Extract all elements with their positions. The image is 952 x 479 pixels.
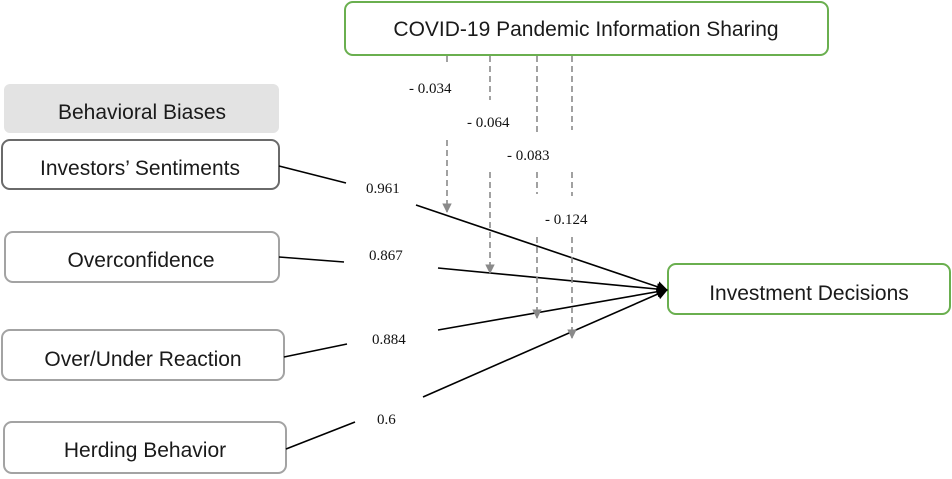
- coefficient-over-under-reaction: 0.884: [372, 332, 406, 348]
- predictor-box: [3, 421, 287, 474]
- path-line-investors-sentiments: [278, 165, 347, 184]
- moderation-coefficient-4: - 0.124: [545, 212, 588, 228]
- predictor-box: [1, 139, 280, 190]
- predictor-box: [1, 329, 285, 381]
- predictor-investors-sentiments: Investors’ Sentiments: [1, 139, 280, 190]
- coefficient-herding-behavior: 0.6: [377, 412, 396, 428]
- behavioral-biases-box: [4, 84, 279, 133]
- path-arrow-investors-sentiments: [415, 204, 669, 293]
- coefficient-investors-sentiments: 0.961: [366, 181, 400, 197]
- moderation-arrows: [442, 56, 577, 339]
- path-line-herding-behavior: [285, 421, 356, 450]
- predictor-label: Overconfidence: [67, 249, 214, 272]
- predictor-herding-behavior: Herding Behavior: [3, 421, 287, 474]
- predictor-over-under-reaction: Over/Under Reaction: [1, 329, 285, 381]
- behavioral-biases-header: Behavioral Biases: [4, 84, 279, 133]
- outcome-label: Investment Decisions: [709, 282, 909, 305]
- predictor-overconfidence: Overconfidence: [4, 231, 280, 283]
- moderation-coefficient-2: - 0.064: [467, 115, 510, 131]
- predictor-label: Over/Under Reaction: [44, 348, 241, 371]
- moderation-coefficient-3: - 0.083: [507, 148, 550, 164]
- moderator-box: [344, 1, 829, 56]
- path-arrow-over-under-reaction: [437, 286, 669, 331]
- outcome-node: Investment Decisions: [667, 263, 951, 315]
- moderator-node: COVID-19 Pandemic Information Sharing: [344, 1, 829, 56]
- path-arrows: [278, 165, 669, 450]
- path-arrow-overconfidence: [437, 267, 669, 295]
- path-line-over-under-reaction: [283, 343, 348, 358]
- moderation-coefficient-1: - 0.034: [409, 81, 452, 97]
- path-line-overconfidence: [278, 256, 345, 263]
- behavioral-biases-label: Behavioral Biases: [58, 101, 226, 124]
- predictor-label: Investors’ Sentiments: [40, 157, 240, 180]
- moderator-label: COVID-19 Pandemic Information Sharing: [393, 18, 778, 41]
- coefficient-overconfidence: 0.867: [369, 248, 403, 264]
- predictor-label: Herding Behavior: [64, 439, 226, 462]
- path-arrow-herding-behavior: [422, 288, 669, 398]
